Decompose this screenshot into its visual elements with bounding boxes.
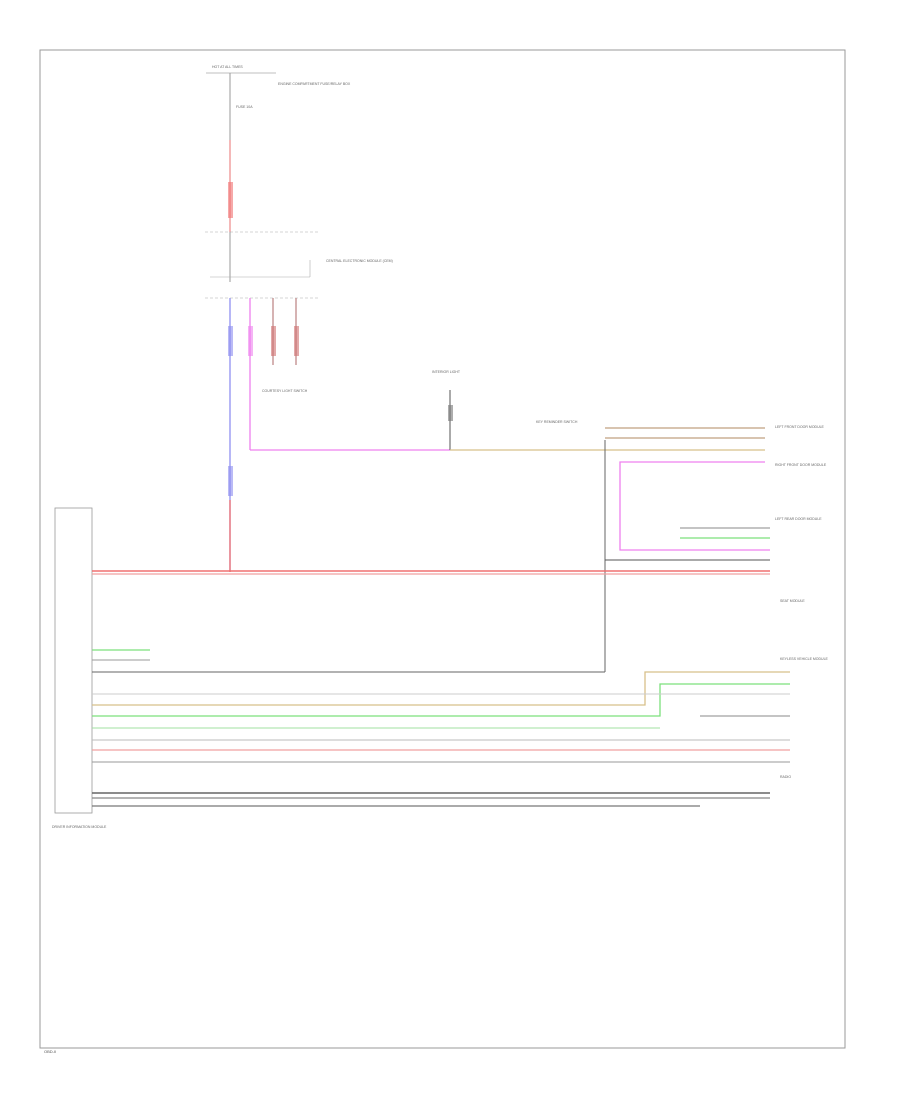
label-central-module: CENTRAL ELECTRONIC MODULE (CEM) (326, 259, 393, 263)
label-radio: RADIO (780, 775, 791, 779)
label-driver-info-module: DRIVER INFORMATION MODULE (52, 825, 107, 829)
wire-tag-blue-2 (228, 466, 233, 496)
label-key-reminder: KEY REMINDER SWITCH (536, 420, 578, 424)
wire-door-pink (619, 461, 770, 551)
wire-keyless-2 (92, 683, 790, 717)
wire-tag-pink (248, 326, 253, 356)
diagram-frame (39, 49, 846, 1049)
label-fuse-no: FUSE 10A (236, 105, 253, 109)
wire-tag-interior (448, 405, 453, 421)
label-keyless-module: KEYLESS VEHICLE MODULE (780, 657, 829, 661)
wire-keyless-1 (92, 671, 790, 706)
label-courtesy-switch: COURTESY LIGHT SWITCH (262, 389, 308, 393)
wire-tag-red-top (228, 182, 233, 218)
label-fuse-block: ENGINE COMPARTMENT FUSE/RELAY BOX (278, 82, 351, 86)
wire-tag-blue-1 (228, 326, 233, 356)
footer-label: OBD-II (44, 1049, 56, 1054)
label-right-front-door: RIGHT FRONT DOOR MODULE (775, 463, 827, 467)
wire-tag-brown-2 (294, 326, 299, 356)
connector-block-left (54, 507, 93, 814)
label-left-front-door: LEFT FRONT DOOR MODULE (775, 425, 825, 429)
label-hot-at-all-times: HOT AT ALL TIMES (212, 65, 243, 69)
label-left-rear-door: LEFT REAR DOOR MODULE (775, 517, 822, 521)
wire-tag-brown-1 (271, 326, 276, 356)
label-seat-module: SEAT MODULE (780, 599, 805, 603)
label-interior-light: INTERIOR LIGHT (432, 370, 461, 374)
